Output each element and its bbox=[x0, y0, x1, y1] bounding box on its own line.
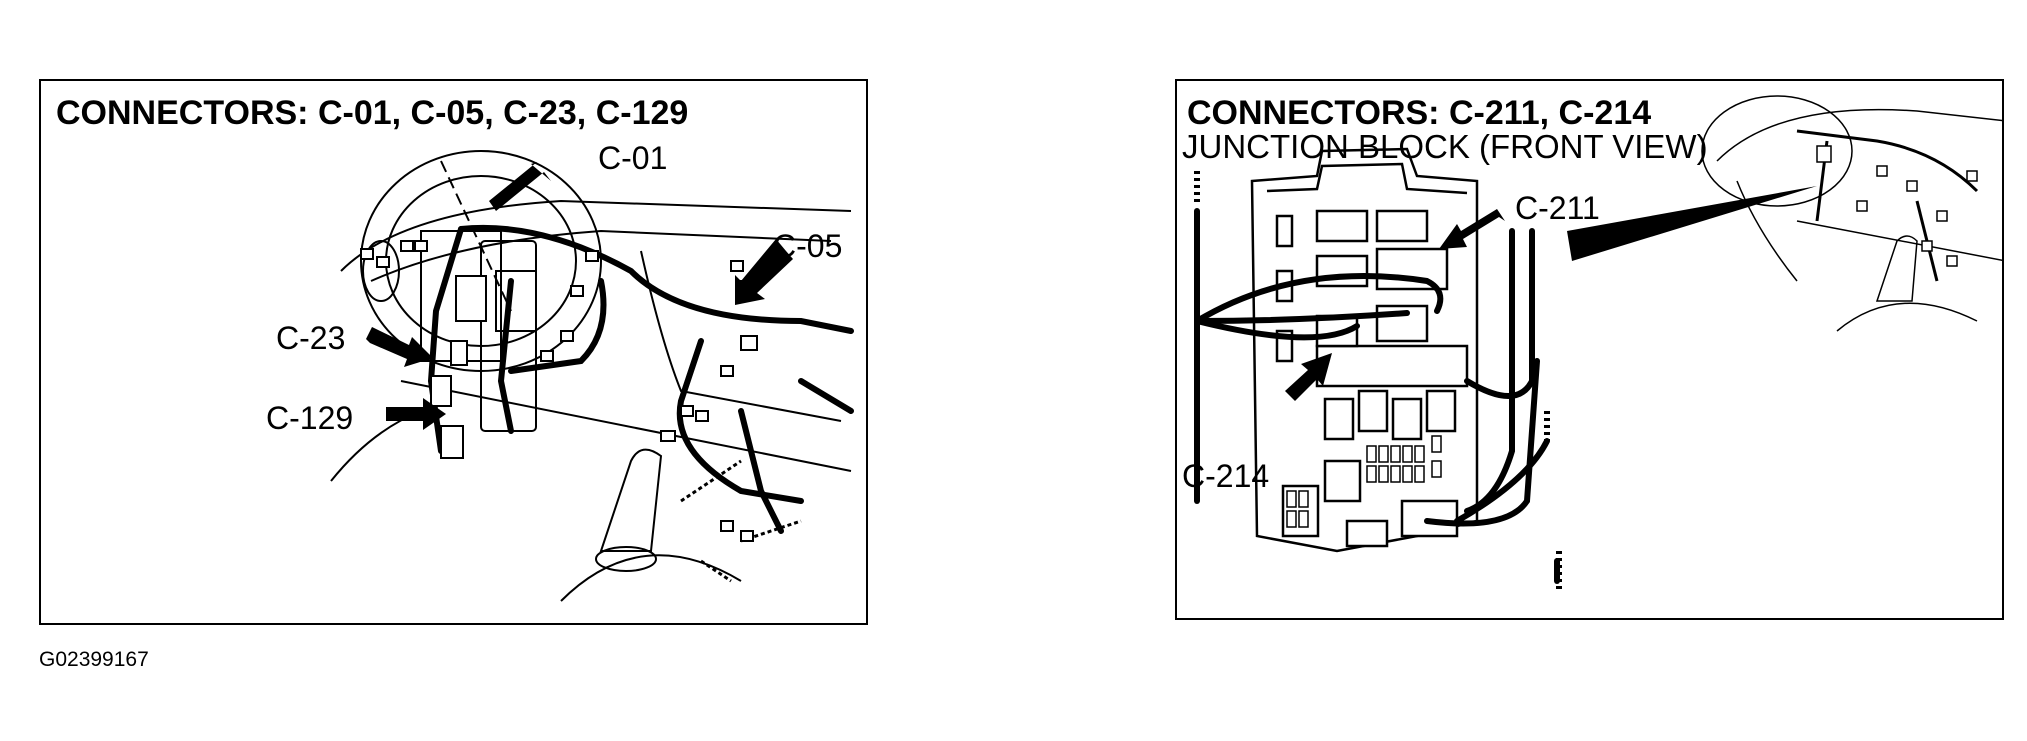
dashboard-outline bbox=[340, 199, 852, 272]
fuse-grid bbox=[1286, 435, 1442, 528]
gear-shifter bbox=[599, 448, 663, 552]
connector-c211 bbox=[1375, 247, 1449, 291]
harness-wires bbox=[1194, 208, 1560, 584]
left-panel-title: CONNECTORS: C-01, C-05, C-23, C-129 bbox=[56, 94, 689, 132]
arrow-c05 bbox=[735, 239, 793, 305]
arrow-c01 bbox=[489, 162, 551, 211]
callout-c214: C-214 bbox=[1182, 458, 1270, 494]
right-panel-subtitle: JUNCTION BLOCK (FRONT VIEW) bbox=[1182, 128, 1708, 165]
callout-c01: C-01 bbox=[598, 140, 668, 176]
callout-c05: C-05 bbox=[773, 228, 843, 264]
dashboard-wiring-illustration bbox=[330, 150, 854, 602]
arrow-c129 bbox=[386, 398, 446, 430]
arrow-c23 bbox=[366, 327, 433, 367]
view-indicator-wedge bbox=[1567, 186, 1817, 261]
right-connector-panel: CONNECTORS: C-211, C-214 JUNCTION BLOCK … bbox=[1175, 79, 2004, 620]
junction-block bbox=[1250, 147, 1479, 553]
connector-c214 bbox=[1315, 344, 1469, 388]
left-connector-panel: CONNECTORS: C-01, C-05, C-23, C-129 C-01… bbox=[39, 79, 868, 625]
inset-dashboard-sketch bbox=[1701, 95, 2002, 332]
arrow-c214 bbox=[1285, 353, 1332, 401]
callout-c211: C-211 bbox=[1515, 190, 1600, 226]
arrow-c211 bbox=[1439, 209, 1505, 249]
right-panel-title: CONNECTORS: C-211, C-214 bbox=[1187, 94, 1652, 132]
connector-blocks bbox=[360, 240, 758, 542]
junction-block-illustration bbox=[1194, 95, 2002, 591]
wiring-harness bbox=[427, 224, 854, 534]
figure-id-label: G02399167 bbox=[39, 648, 149, 671]
callout-c129: C-129 bbox=[266, 400, 354, 436]
callout-c23: C-23 bbox=[276, 320, 346, 356]
